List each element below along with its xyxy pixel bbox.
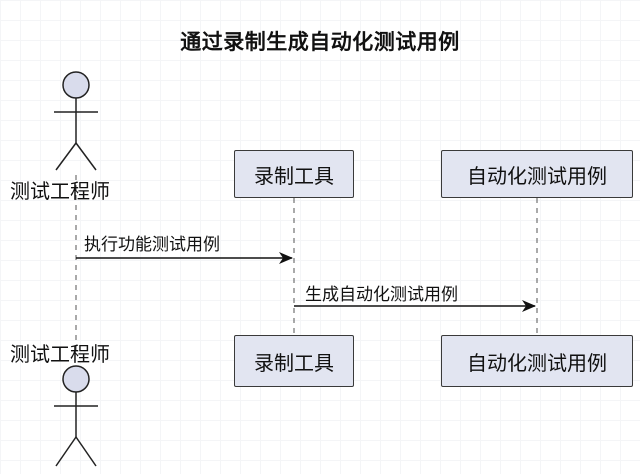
actor-top-icon [54, 71, 98, 171]
participant-recorder-bottom: 录制工具 [234, 335, 354, 387]
participant-testcase-bottom: 自动化测试用例 [441, 335, 633, 387]
actor-bottom-label: 测试工程师 [10, 342, 110, 366]
diagram-title: 通过录制生成自动化测试用例 [180, 30, 460, 54]
actor-bottom-icon [54, 365, 98, 467]
participant-testcase-top: 自动化测试用例 [441, 150, 633, 198]
actor-top-label: 测试工程师 [10, 179, 110, 203]
participant-recorder-top: 录制工具 [234, 150, 354, 198]
message-label-1: 执行功能测试用例 [84, 235, 220, 255]
message-label-2: 生成自动化测试用例 [305, 285, 458, 305]
